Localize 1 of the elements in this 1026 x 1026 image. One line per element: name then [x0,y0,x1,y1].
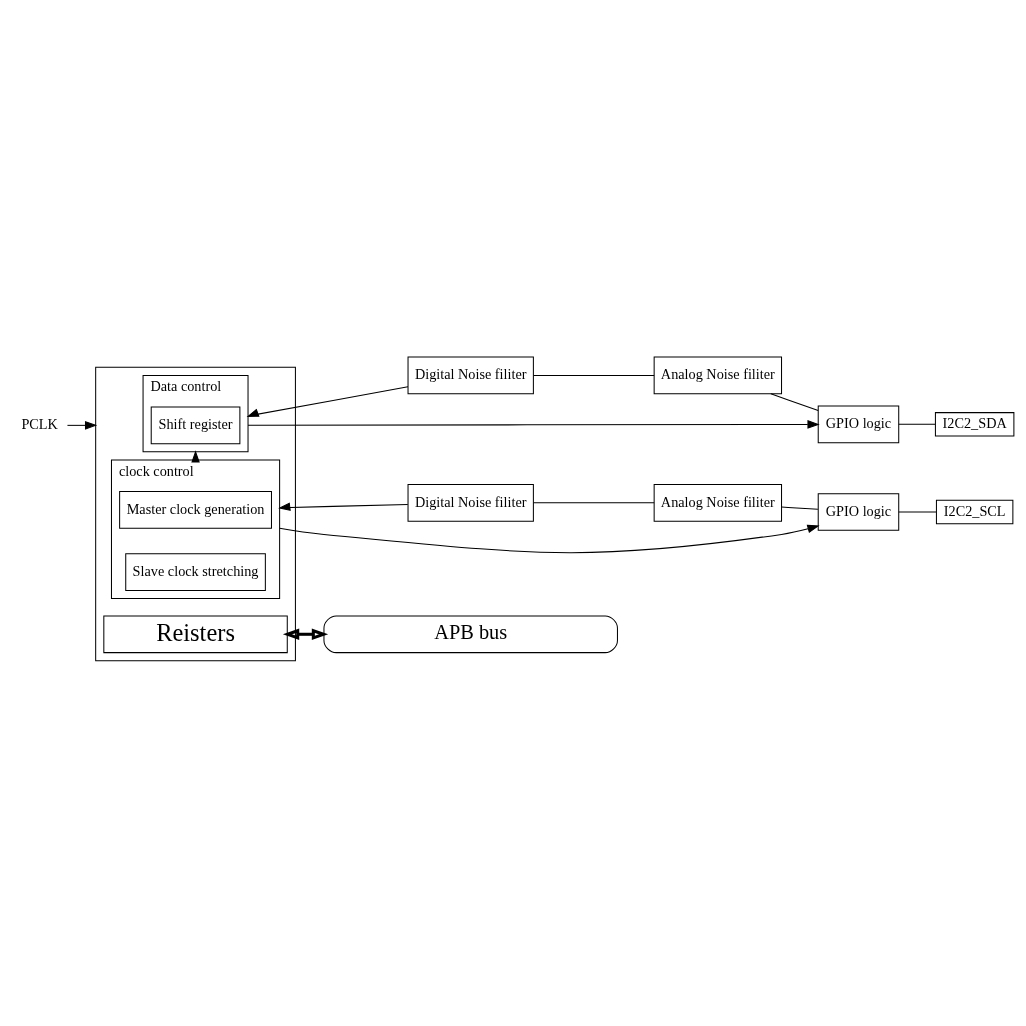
node-text: PCLK [21,416,58,433]
